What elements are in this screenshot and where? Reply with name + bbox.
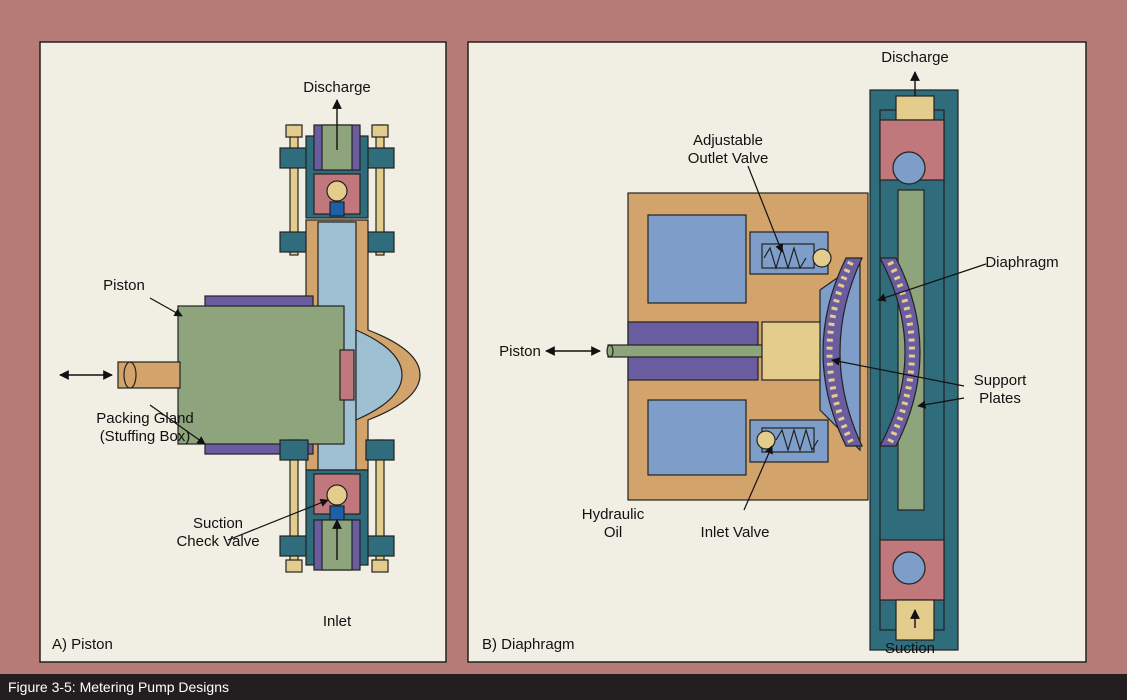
label-diaphragm: Diaphragm	[985, 254, 1058, 271]
caption-bar: Figure 3-5: Metering Pump Designs	[0, 674, 1127, 700]
label-support-1: Support	[974, 372, 1027, 389]
label-suction-check-2: Check Valve	[176, 533, 259, 550]
label-suction-check-1: Suction	[193, 515, 243, 532]
label-hydraulic-2: Oil	[604, 524, 622, 541]
label-adjustable-1: Adjustable	[693, 132, 763, 149]
label-piston-a: Piston	[103, 277, 145, 294]
label-discharge-b: Discharge	[881, 49, 949, 66]
label-inlet-a: Inlet	[323, 613, 352, 630]
figure-caption: Figure 3-5: Metering Pump Designs	[8, 679, 229, 695]
label-packing-gland-1: Packing Gland	[96, 410, 194, 427]
pump-diagram: Discharge Piston Packing Gland (Stuffing…	[0, 0, 1127, 674]
label-adjustable-2: Outlet Valve	[688, 150, 769, 167]
panel-b-tag: B) Diaphragm	[482, 636, 575, 653]
label-suction-b: Suction	[885, 640, 935, 657]
label-hydraulic-1: Hydraulic	[582, 506, 645, 523]
label-piston-b: Piston	[499, 343, 541, 360]
panel-a-tag: A) Piston	[52, 636, 113, 653]
label-discharge-a: Discharge	[303, 79, 371, 96]
label-inlet-valve: Inlet Valve	[701, 524, 770, 541]
label-support-2: Plates	[979, 390, 1021, 407]
label-packing-gland-2: (Stuffing Box)	[100, 428, 191, 445]
